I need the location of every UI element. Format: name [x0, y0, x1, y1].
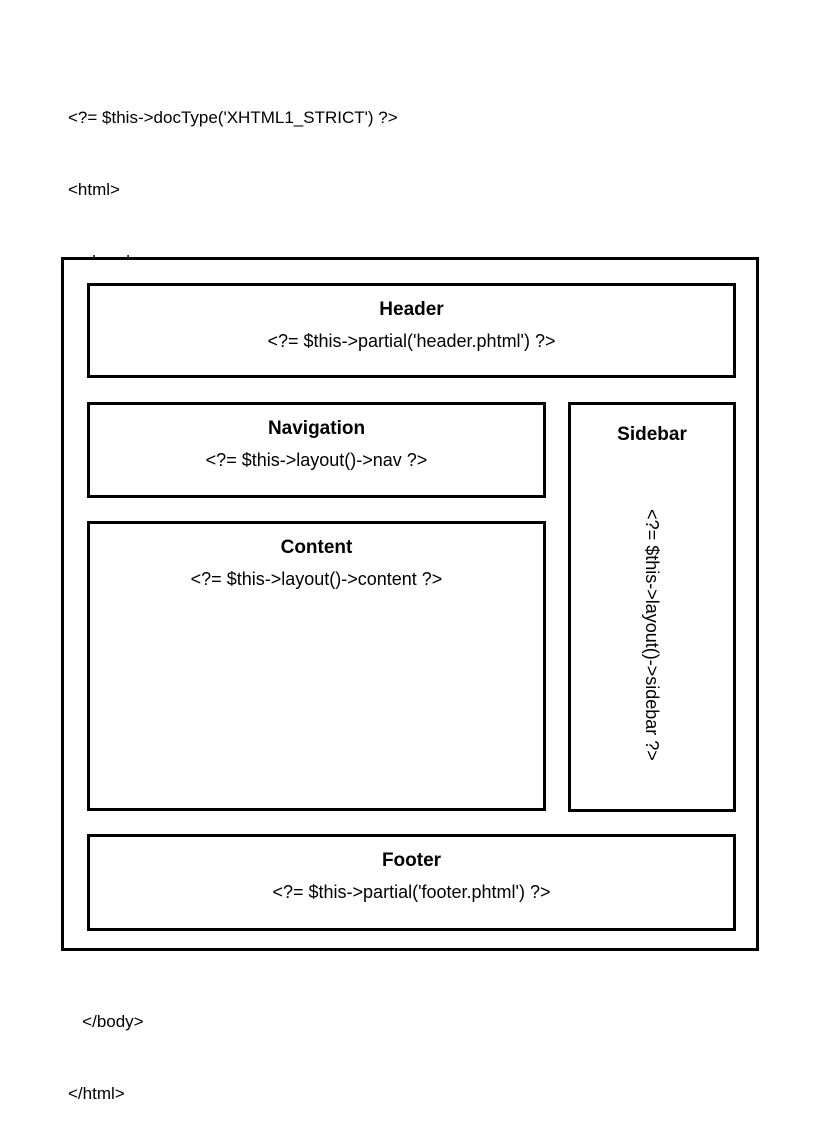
region-content-title: Content: [280, 537, 353, 558]
region-header-code: <?= $this->partial('header.phtml') ?>: [267, 331, 556, 351]
region-content: Content <?= $this->layout()->content ?>: [87, 521, 546, 811]
region-sidebar: Sidebar <?= $this->layout()->sidebar ?>: [568, 402, 736, 812]
region-navigation: Navigation <?= $this->layout()->nav ?>: [87, 402, 546, 498]
region-header: Header <?= $this->partial('header.phtml'…: [87, 283, 736, 378]
code-line: <html>: [68, 180, 120, 199]
bottom-code-block: </body> </html>: [68, 962, 748, 1130]
region-navigation-code: <?= $this->layout()->nav ?>: [205, 450, 428, 470]
region-navigation-title: Navigation: [267, 418, 366, 439]
region-sidebar-code-wrap: <?= $this->layout()->sidebar ?>: [571, 460, 733, 809]
region-footer-title: Footer: [381, 850, 442, 871]
code-line: </html>: [68, 1084, 125, 1103]
region-footer: Footer <?= $this->partial('footer.phtml'…: [87, 834, 736, 931]
region-sidebar-code: <?= $this->layout()->sidebar ?>: [642, 508, 662, 761]
body-frame: Header <?= $this->partial('header.phtml'…: [61, 257, 759, 951]
region-content-code: <?= $this->layout()->content ?>: [190, 569, 443, 589]
code-line: </body>: [68, 1012, 144, 1031]
region-header-title: Header: [379, 299, 444, 320]
region-footer-code: <?= $this->partial('footer.phtml') ?>: [272, 882, 551, 902]
code-line: <?= $this->docType('XHTML1_STRICT') ?>: [68, 108, 398, 127]
region-sidebar-title: Sidebar: [617, 424, 687, 445]
